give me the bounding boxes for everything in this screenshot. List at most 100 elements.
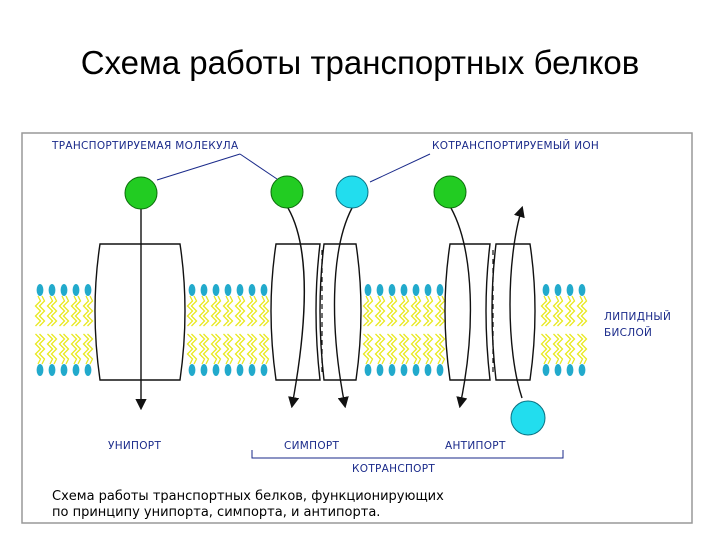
lipid-tail bbox=[70, 333, 78, 365]
lipid-tail bbox=[190, 333, 198, 365]
lipid-head bbox=[388, 284, 396, 296]
lipid-tail bbox=[540, 333, 548, 365]
lipid-tail bbox=[580, 333, 588, 365]
lipid-head bbox=[236, 284, 244, 296]
lipid-head bbox=[542, 364, 550, 376]
lipid-head bbox=[248, 364, 256, 376]
lipid-tail bbox=[568, 333, 576, 365]
transported-molecule-uniport bbox=[124, 176, 158, 210]
lipid-head bbox=[578, 284, 586, 296]
lipid-tail bbox=[198, 295, 206, 327]
lipid-tail bbox=[234, 333, 242, 365]
lipid-head bbox=[364, 284, 372, 296]
lipid-tail bbox=[410, 333, 418, 365]
lipid-tail bbox=[38, 333, 46, 365]
lipid-tail bbox=[402, 333, 410, 365]
lipid-tail bbox=[202, 295, 210, 327]
lipid-tail bbox=[398, 295, 406, 327]
lipid-tail bbox=[366, 295, 374, 327]
symport-ion-arrow bbox=[333, 207, 353, 409]
lipid-tail bbox=[362, 333, 370, 365]
lipid-tail bbox=[434, 295, 442, 327]
lipid-head bbox=[36, 284, 44, 296]
lipid-head bbox=[376, 364, 384, 376]
lipid-tail bbox=[552, 333, 560, 365]
lipid-tail bbox=[74, 333, 82, 365]
antiport-molecule-arrow bbox=[450, 207, 472, 409]
lipid-head bbox=[542, 284, 550, 296]
lipid-tail bbox=[434, 333, 442, 365]
lipid-head bbox=[566, 284, 574, 296]
lipid-tail bbox=[438, 333, 446, 365]
lipid-bilayer bbox=[34, 284, 588, 376]
lipid-tail bbox=[576, 295, 584, 327]
lipid-tail bbox=[386, 295, 394, 327]
lipid-tail bbox=[50, 333, 58, 365]
lipid-tail bbox=[426, 295, 434, 327]
lipid-tail bbox=[210, 333, 218, 365]
symport-protein bbox=[270, 243, 362, 381]
label-transported-molecule: ТРАНСПОРТИРУЕМАЯ МОЛЕКУЛА bbox=[51, 140, 239, 152]
lipid-head bbox=[84, 284, 92, 296]
lipid-head bbox=[436, 284, 444, 296]
lipid-tail bbox=[198, 333, 206, 365]
lipid-head bbox=[200, 364, 208, 376]
lipid-tail bbox=[222, 295, 230, 327]
lipid-head bbox=[388, 364, 396, 376]
lipid-tail bbox=[46, 333, 54, 365]
lipid-tail bbox=[70, 295, 78, 327]
label-cotransported-ion: КОТРАНСПОРТИРУЕМЫЙ ИОН bbox=[432, 139, 599, 152]
lipid-tail bbox=[556, 295, 564, 327]
lipid-tail bbox=[564, 333, 572, 365]
lipid-head bbox=[578, 364, 586, 376]
lipid-head bbox=[212, 364, 220, 376]
lipid-head bbox=[224, 284, 232, 296]
lipid-tail bbox=[544, 333, 552, 365]
lipid-tail bbox=[246, 333, 254, 365]
lipid-tail bbox=[390, 333, 398, 365]
lipid-tail bbox=[544, 295, 552, 327]
lipid-tail bbox=[238, 333, 246, 365]
lipid-tail bbox=[258, 333, 266, 365]
lipid-head bbox=[200, 284, 208, 296]
lipid-tail bbox=[82, 295, 90, 327]
transported-molecule-symport bbox=[270, 175, 304, 209]
lipid-head bbox=[224, 364, 232, 376]
lipid-tail bbox=[186, 333, 194, 365]
lipid-tail bbox=[250, 333, 258, 365]
lipid-head bbox=[424, 284, 432, 296]
label-lipid-bilayer-1: ЛИПИДНЫЙ bbox=[604, 310, 671, 323]
label-antiport: АНТИПОРТ bbox=[445, 440, 506, 452]
lipid-head bbox=[400, 364, 408, 376]
lipid-tail bbox=[246, 295, 254, 327]
lipid-head bbox=[188, 284, 196, 296]
label-symport: СИМПОРТ bbox=[284, 440, 340, 452]
lipid-tail bbox=[58, 333, 66, 365]
lipid-tail bbox=[398, 333, 406, 365]
lipid-tail bbox=[214, 295, 222, 327]
lipid-tail bbox=[34, 333, 42, 365]
lipid-tail bbox=[564, 295, 572, 327]
label-cotransport: КОТРАНСПОРТ bbox=[352, 463, 435, 475]
lipid-tail bbox=[38, 295, 46, 327]
lipid-tail bbox=[366, 333, 374, 365]
lipid-tail bbox=[50, 295, 58, 327]
lipid-tail bbox=[74, 295, 82, 327]
lipid-tail bbox=[234, 295, 242, 327]
lipid-head bbox=[376, 284, 384, 296]
lipid-tail bbox=[374, 333, 382, 365]
lipid-tail bbox=[362, 295, 370, 327]
caption-line-1: Схема работы транспортных белков, функци… bbox=[52, 489, 444, 504]
lipid-tail bbox=[556, 333, 564, 365]
lipid-head bbox=[260, 284, 268, 296]
lipid-head bbox=[248, 284, 256, 296]
cotransported-ion-symport bbox=[335, 175, 369, 209]
lipid-tail bbox=[250, 295, 258, 327]
lipid-tail bbox=[378, 295, 386, 327]
lipid-tail bbox=[414, 295, 422, 327]
lipid-tail bbox=[190, 295, 198, 327]
lipid-tail bbox=[82, 333, 90, 365]
lipid-head bbox=[84, 364, 92, 376]
pointer-line-3 bbox=[369, 153, 431, 183]
